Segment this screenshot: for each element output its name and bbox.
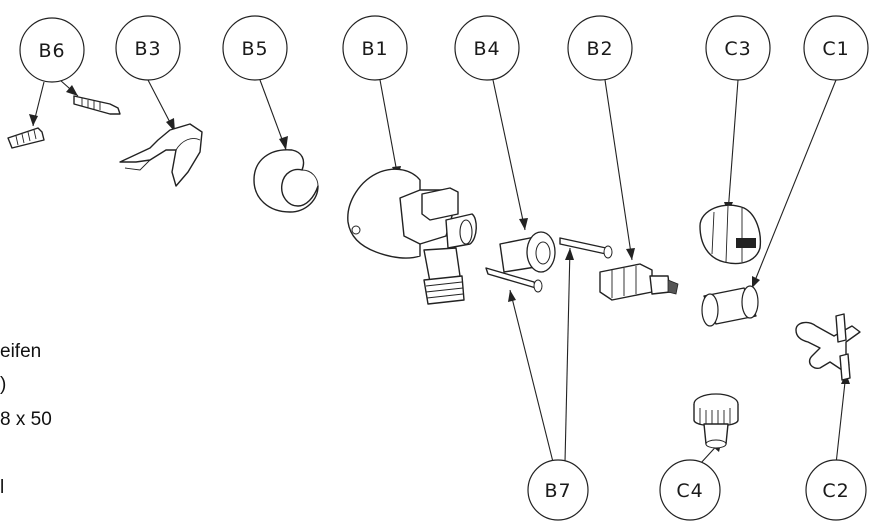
callout-c3: C3 (705, 15, 771, 81)
hose-coupling-illustration (693, 393, 739, 449)
callout-b7: B7 (527, 459, 589, 521)
screws-illustration (485, 237, 613, 293)
callout-c4: C4 (659, 459, 721, 521)
knob-body (699, 204, 762, 265)
callout-circle (705, 15, 771, 81)
callout-label: C1 (822, 38, 849, 60)
arrow-b6-a (29, 114, 38, 126)
callout-label: B3 (134, 38, 161, 60)
callout-circle (454, 15, 520, 81)
leader-b4 (492, 79, 526, 231)
callout-circle (19, 17, 85, 83)
callout-circle (222, 15, 288, 81)
arrow-b6-b (66, 85, 78, 96)
wall-plug-lower (7, 127, 45, 149)
arrow-b2 (626, 248, 635, 260)
arrow-c1 (752, 276, 760, 288)
callout-c2: C2 (805, 459, 867, 521)
cartridge-spindle (667, 279, 679, 295)
leader-b7-b (564, 247, 571, 463)
cropped-label-line-2: ) (0, 374, 7, 395)
callout-circle (115, 15, 181, 81)
callout-label: B7 (544, 480, 571, 502)
leader-lines (32, 79, 847, 465)
arrow-b5 (279, 136, 288, 150)
ring-body (253, 149, 319, 213)
callout-label: B5 (241, 38, 268, 60)
ring-illustration (253, 149, 319, 213)
callout-circle (527, 459, 589, 521)
leader-c3 (727, 79, 739, 214)
callout-b1: B1 (342, 15, 408, 81)
callout-b4: B4 (454, 15, 520, 81)
knob-logo (736, 238, 756, 248)
wall-plug-illustration (7, 95, 121, 149)
callout-b6: B6 (19, 17, 85, 83)
wall-plug-upper (73, 95, 121, 115)
knob-illustration (699, 204, 762, 265)
cartridge-illustration (599, 263, 679, 301)
callout-label: B2 (586, 38, 613, 60)
cartridge-nut (649, 275, 671, 295)
arrow-b4 (519, 218, 528, 230)
pipe-clip-illustration (119, 123, 203, 187)
callout-circle (567, 15, 633, 81)
leader-b7-a (509, 289, 554, 463)
cropped-label-line-3: 8 x 50 (0, 409, 52, 430)
cropped-label-line-1: eifen (0, 341, 42, 362)
cap-sleeve-illustration (701, 285, 759, 327)
callout-label: B6 (38, 40, 65, 62)
wall-flange (347, 168, 421, 259)
callout-label: B4 (473, 38, 500, 60)
leader-c2 (835, 372, 847, 465)
callout-label: C3 (724, 38, 751, 60)
callout-circle (805, 459, 867, 521)
callout-b5: B5 (222, 15, 288, 81)
callout-b3: B3 (115, 15, 181, 81)
arrow-b7-a (508, 290, 516, 302)
callout-circle (803, 15, 869, 81)
callout-circle (342, 15, 408, 81)
cross-key-illustration (795, 313, 861, 381)
pipe-clip-body (119, 123, 203, 187)
screw-upper (559, 237, 607, 255)
leader-b2 (604, 79, 633, 261)
callout-label: B1 (361, 38, 388, 60)
cartridge-body (599, 263, 653, 301)
cross-key-body (795, 321, 861, 371)
callout-label: C4 (676, 480, 703, 502)
leader-b1 (379, 79, 399, 179)
callout-b2: B2 (567, 15, 633, 81)
arrow-b7-b (565, 248, 574, 260)
callout-label: C2 (822, 480, 849, 502)
hose-coupling-knurled-ring (693, 404, 739, 427)
sleeve-illustration (499, 231, 556, 273)
valve-top (421, 187, 459, 221)
callout-c1: C1 (803, 15, 869, 81)
cropped-label-line-4: l (0, 477, 5, 498)
leader-c1 (751, 79, 837, 289)
callout-circle (659, 459, 721, 521)
valve-body-illustration (347, 168, 477, 305)
